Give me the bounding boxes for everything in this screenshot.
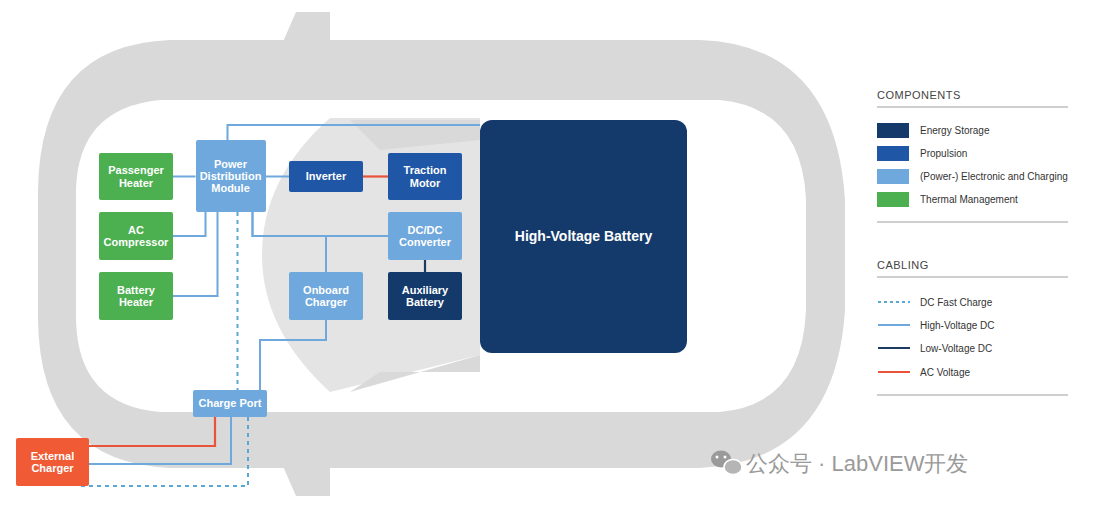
- box-label: Onboard Charger: [293, 284, 359, 309]
- legend-line-sample: [877, 367, 911, 377]
- component-box: Traction Motor: [388, 153, 462, 200]
- box-label: Auxiliary Battery: [392, 284, 458, 309]
- legend-line-sample: [877, 320, 911, 330]
- mirror: [282, 12, 330, 44]
- cable: [253, 212, 389, 236]
- wechat-icon: [711, 451, 742, 475]
- cable: [173, 212, 206, 236]
- cable: [326, 236, 388, 272]
- cable: [253, 212, 327, 272]
- box-label: Charge Port: [199, 397, 262, 409]
- cable: [173, 212, 218, 296]
- cable: [237, 212, 239, 390]
- component-box: Battery Heater: [99, 272, 173, 320]
- box-label: External Charger: [20, 450, 85, 475]
- legend-rules: [877, 107, 1068, 395]
- cable: [266, 176, 290, 178]
- legend-text: Propulsion: [920, 148, 967, 159]
- legend-swatch: [877, 146, 909, 161]
- box-label: Battery Heater: [103, 284, 169, 309]
- watermark: 公众号 · LabVIEW开发: [746, 449, 968, 479]
- legend-swatch: [877, 192, 909, 207]
- component-box: Passenger Heater: [99, 153, 173, 200]
- cable: [81, 417, 248, 486]
- legend-item: Thermal Management: [877, 190, 1018, 208]
- component-box: Inverter: [289, 161, 363, 192]
- box-label: DC/DC Converter: [392, 224, 458, 249]
- legend-text: DC Fast Charge: [920, 297, 992, 308]
- legend-heading: CABLING: [877, 259, 929, 271]
- box-label: Power Distribution Module: [200, 158, 262, 195]
- legend-text: Energy Storage: [920, 125, 990, 136]
- legend-item: Low-Voltage DC: [877, 339, 992, 357]
- component-box: Power Distribution Module: [196, 140, 266, 212]
- legend-line: [878, 324, 910, 326]
- box-label: Passenger Heater: [103, 164, 169, 189]
- legend-item: AC Voltage: [877, 363, 970, 381]
- component-box: DC/DC Converter: [388, 212, 462, 260]
- cable: [89, 417, 231, 464]
- legend-line: [878, 301, 910, 303]
- box-label: Traction Motor: [392, 164, 458, 189]
- legend-text: High-Voltage DC: [920, 320, 994, 331]
- legend-item: High-Voltage DC: [877, 316, 994, 334]
- legend-line-sample: [877, 343, 911, 353]
- box-label: Inverter: [306, 170, 346, 182]
- legend-item: Energy Storage: [877, 121, 990, 139]
- component-box: High-Voltage Battery: [480, 120, 687, 353]
- legend-text: (Power-) Electronic and Charging: [920, 171, 1068, 182]
- box-label: AC Compressor: [103, 224, 169, 249]
- legend-item: Propulsion: [877, 144, 967, 162]
- component-box: External Charger: [16, 438, 89, 486]
- cable: [424, 260, 426, 272]
- legend-heading: COMPONENTS: [877, 89, 961, 101]
- legend-line-sample: [877, 297, 911, 307]
- box-label: High-Voltage Battery: [515, 229, 652, 245]
- component-box: Charge Port: [193, 390, 267, 417]
- car-body: [38, 40, 845, 468]
- legend-swatch: [877, 123, 909, 138]
- cable: [260, 320, 326, 390]
- cable: [363, 175, 388, 177]
- legend-swatch: [877, 169, 909, 184]
- component-box: AC Compressor: [99, 212, 173, 260]
- legend-text: Thermal Management: [920, 194, 1018, 205]
- legend-item: DC Fast Charge: [877, 293, 992, 311]
- legend-line: [878, 347, 910, 349]
- legend-text: Low-Voltage DC: [920, 343, 992, 354]
- legend-line: [878, 371, 910, 373]
- cable: [228, 125, 481, 140]
- legend-text: AC Voltage: [920, 367, 970, 378]
- component-box: Onboard Charger: [289, 272, 363, 320]
- mirror: [282, 464, 330, 496]
- windshield: [350, 120, 480, 392]
- cabin-glass: [262, 118, 480, 392]
- component-box: Auxiliary Battery: [388, 272, 462, 320]
- cable: [173, 176, 196, 178]
- cable: [89, 417, 215, 446]
- legend-item: (Power-) Electronic and Charging: [877, 167, 1068, 185]
